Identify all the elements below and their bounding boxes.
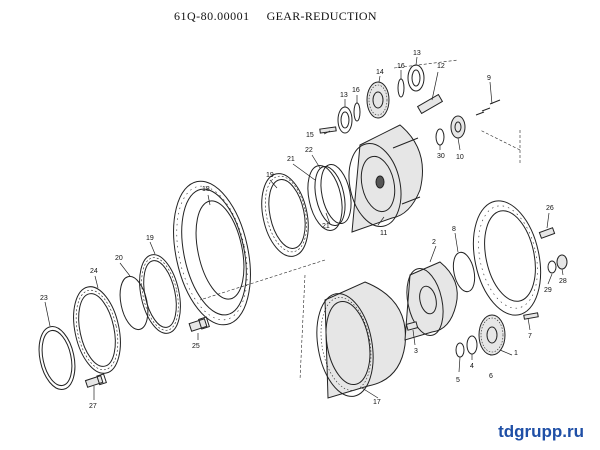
- callout-2: 2: [432, 239, 436, 246]
- callout-1: 1: [514, 350, 518, 357]
- part-14-gear: [366, 81, 390, 119]
- callout-13-a: 13: [340, 92, 348, 99]
- part-24-bearing: [73, 286, 121, 374]
- callout-29: 29: [544, 287, 552, 294]
- part-19-bearing-mid: [261, 173, 309, 257]
- callout-16-b: 16: [397, 63, 405, 70]
- callout-18: 18: [202, 186, 210, 193]
- callout-14: 14: [376, 69, 384, 76]
- callout-19-left: 19: [146, 235, 154, 242]
- part-1-cover: [472, 200, 542, 316]
- part-11-housing: [348, 124, 423, 233]
- part-16-washer-a: [353, 102, 361, 122]
- part-9-pins: [475, 99, 501, 116]
- callout-11: 11: [380, 230, 387, 237]
- watermark: tdgrupp.ru: [498, 422, 584, 441]
- callout-7: 7: [528, 333, 532, 340]
- callout-5: 5: [456, 377, 460, 384]
- callout-9: 9: [487, 75, 491, 82]
- callout-21-a: 21: [287, 156, 295, 163]
- part-13-bearing-b: [407, 64, 425, 92]
- part-7-pin: [523, 312, 539, 320]
- part-17-ring-gear: [316, 281, 406, 399]
- part-20-snap-ring: [119, 275, 149, 331]
- part-10-bearing: [450, 115, 466, 139]
- part-26-bolt: [538, 227, 556, 239]
- callout-26: 26: [546, 205, 554, 212]
- part-13-bearing-a: [337, 106, 353, 134]
- part-3-pin: [405, 321, 419, 331]
- reference-lines: [199, 59, 521, 381]
- callout-22: 22: [305, 147, 313, 154]
- part-8-disc: [452, 251, 476, 293]
- part-30-washer: [435, 128, 445, 146]
- callout-8: 8: [452, 226, 456, 233]
- callout-21-b: 21: [322, 223, 330, 230]
- callout-10: 10: [456, 154, 464, 161]
- callout-16-a: 16: [352, 87, 360, 94]
- callout-23: 23: [40, 295, 48, 302]
- part-28-plug: [556, 254, 568, 270]
- part-12-shaft: [416, 93, 444, 115]
- callout-3: 3: [414, 348, 418, 355]
- part-number: 61Q-80.00001: [174, 9, 250, 23]
- part-18-flange: [173, 180, 251, 326]
- part-27-bolt: [84, 373, 107, 388]
- part-16-washer-b: [397, 78, 405, 98]
- part-2-carrier: [404, 261, 458, 341]
- callout-25: 25: [192, 343, 200, 350]
- part-25-bolt: [188, 316, 210, 332]
- callout-20: 20: [115, 255, 123, 262]
- diagram-header: 61Q-80.00001 GEAR-REDUCTION: [174, 9, 377, 27]
- callout-28: 28: [559, 278, 567, 285]
- part-4-bearing: [466, 335, 478, 355]
- callout-13-b: 13: [413, 50, 421, 57]
- callout-27: 27: [89, 403, 97, 410]
- leader-lines: [44, 56, 564, 400]
- part-23-ring: [38, 326, 76, 390]
- callout-17: 17: [373, 399, 381, 406]
- part-19-bearing-left: [139, 254, 181, 334]
- callout-19-mid: 19: [266, 172, 274, 179]
- part-29-oring: [547, 260, 557, 274]
- part-5-washer: [455, 342, 465, 358]
- callout-labels: 13 16 14 16 13 12 9 15 22 11 10 30 18 19…: [40, 50, 567, 410]
- diagram-title: GEAR-REDUCTION: [266, 9, 377, 23]
- part-21-22-rings: [307, 164, 352, 231]
- callout-24: 24: [90, 268, 98, 275]
- callout-12: 12: [437, 63, 445, 70]
- callout-30: 30: [437, 153, 445, 160]
- callout-4: 4: [470, 363, 474, 370]
- callout-6: 6: [489, 373, 493, 380]
- part-6-planet-gear: [478, 314, 506, 356]
- callout-15: 15: [306, 132, 314, 139]
